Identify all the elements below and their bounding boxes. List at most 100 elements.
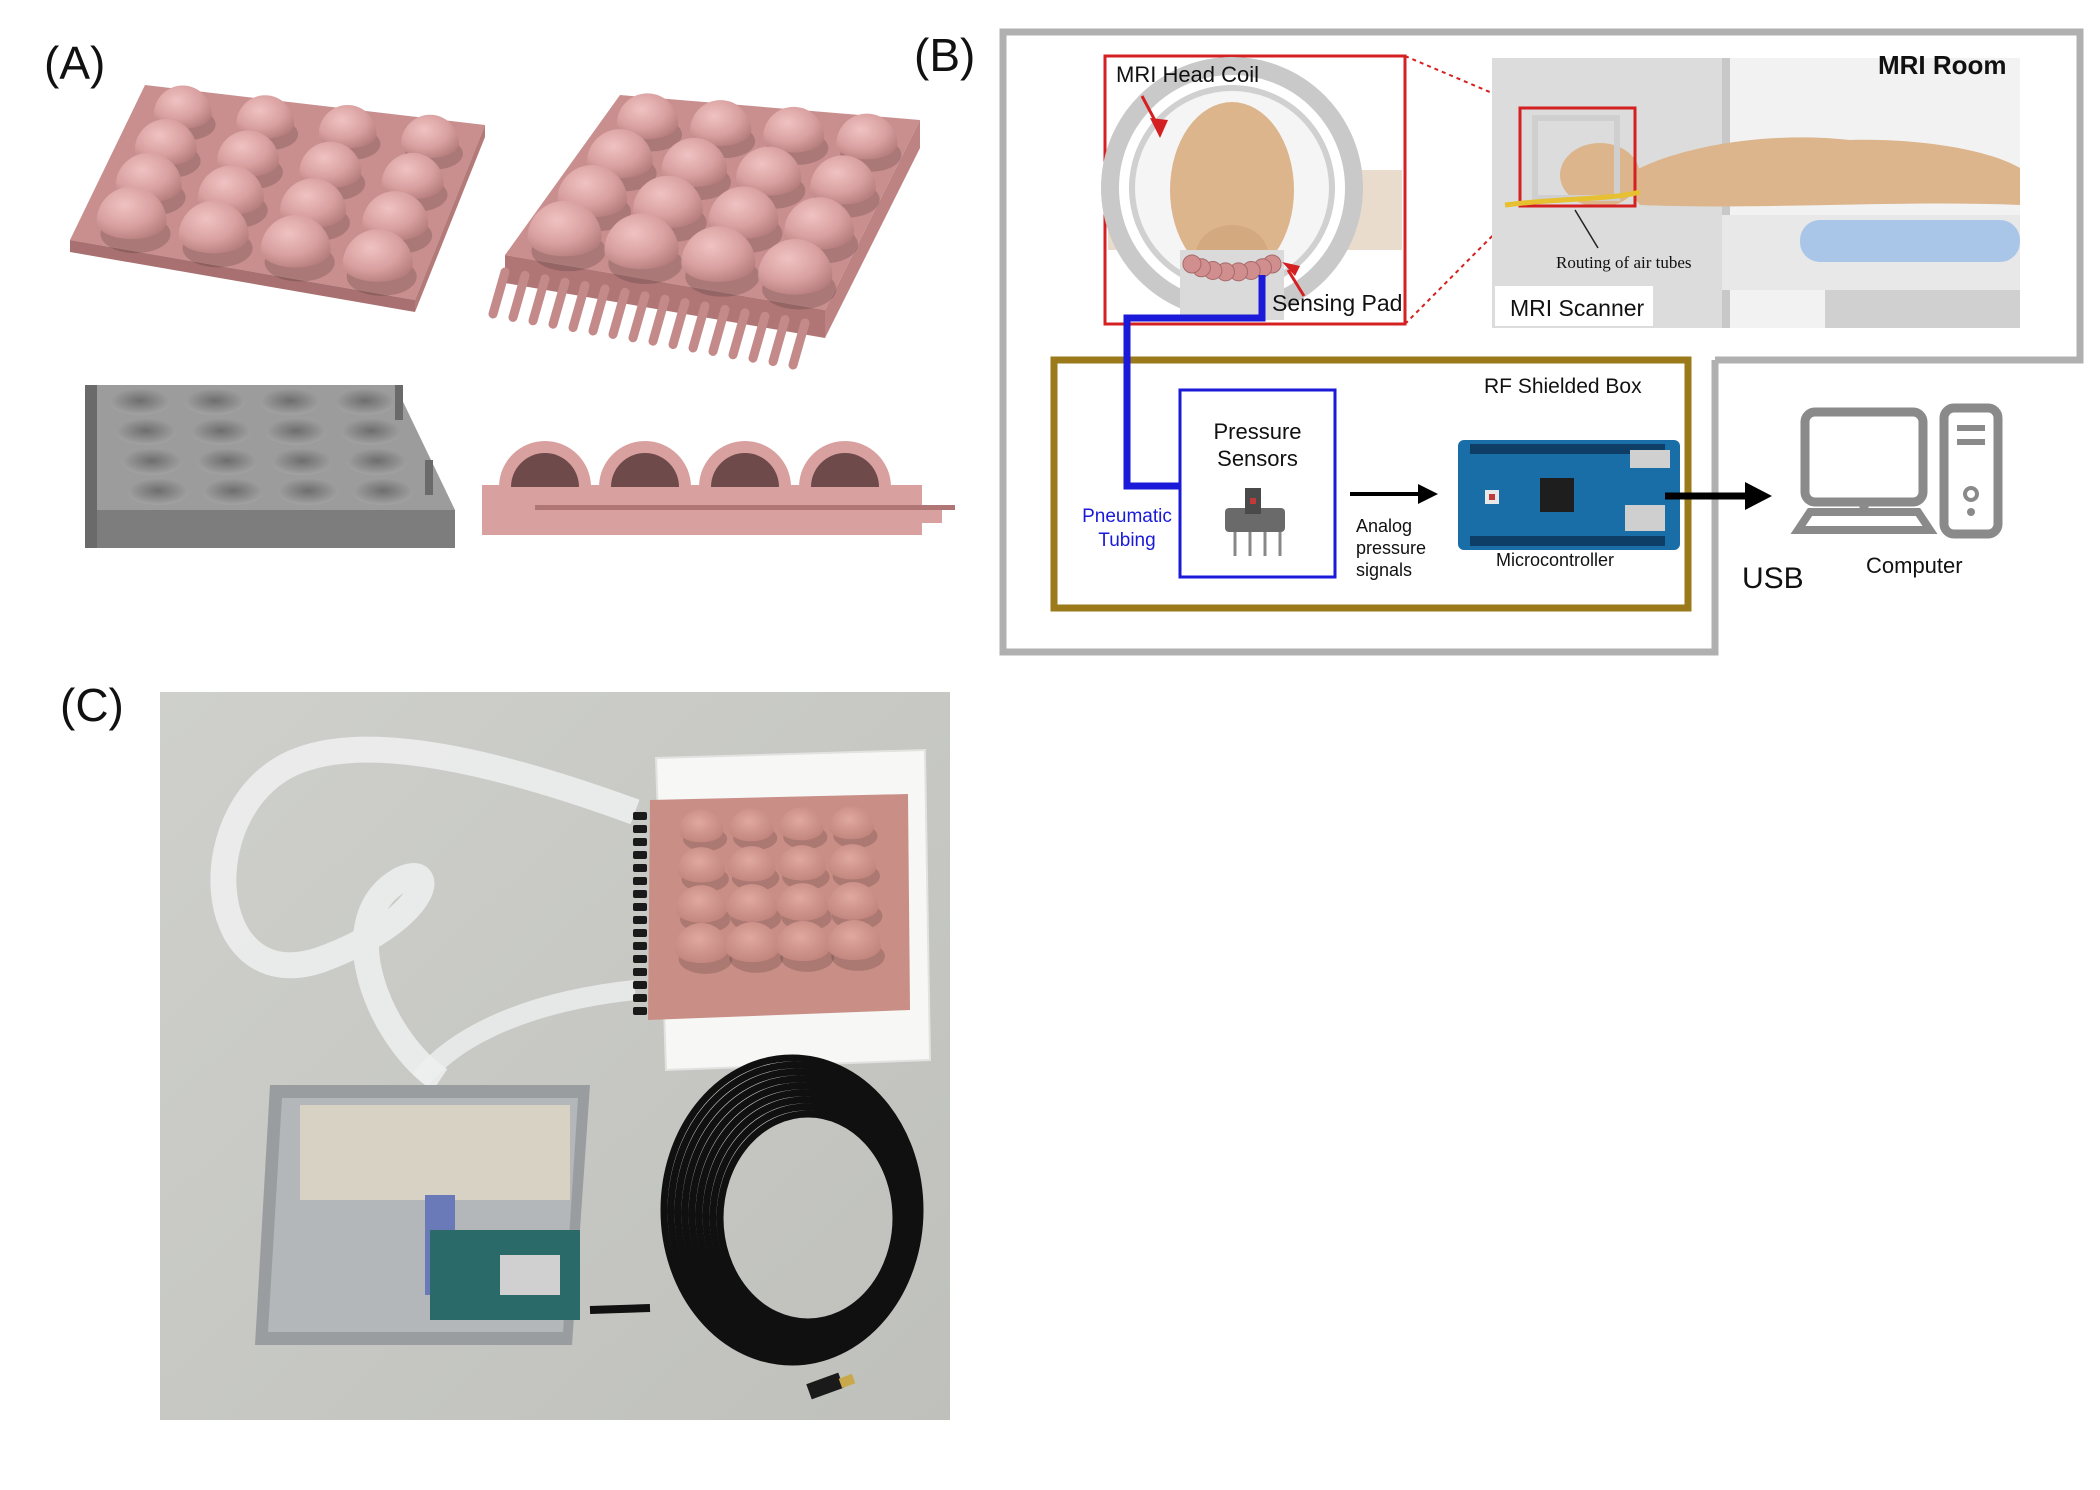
mold-cavity — [278, 479, 338, 505]
section-chamber — [611, 453, 679, 487]
routing-label: Routing of air tubes — [1556, 253, 1692, 272]
photo-dome — [727, 846, 776, 882]
mold-cavity — [272, 449, 332, 475]
photo-dome — [779, 807, 824, 841]
tube-clip — [633, 864, 647, 872]
panel-b-label: (B) — [914, 29, 976, 81]
mold-cavity — [191, 419, 251, 445]
mold-cavity — [185, 389, 245, 415]
tube-clip — [633, 903, 647, 911]
tube-clip — [633, 916, 647, 924]
panel-b-diagram — [999, 28, 2084, 656]
photo-dome — [729, 808, 774, 842]
pneumatic-tubing-line1: Pneumatic — [1082, 506, 1172, 527]
sensing-dome — [836, 113, 898, 160]
analog-line3: signals — [1356, 560, 1413, 580]
tube-clip — [633, 929, 647, 937]
sensing-dome — [381, 152, 444, 200]
tube-clip — [633, 825, 647, 833]
mold-cavity — [128, 479, 188, 505]
mold-cavity — [341, 419, 401, 445]
tube-clip — [633, 942, 647, 950]
analog-line2: pressure — [1356, 538, 1427, 558]
microcontroller-board — [1458, 440, 1680, 550]
mri-room-label: MRI Room — [1878, 50, 2007, 80]
tube-stub — [568, 281, 590, 333]
usb-cable-coil — [660, 1054, 924, 1366]
pressure-sensor-box — [1178, 388, 1337, 579]
mold-cavity — [116, 419, 176, 445]
coil-pad-dome — [1182, 254, 1202, 274]
sensing-dome — [217, 130, 279, 177]
sensing-dome — [689, 100, 752, 146]
microcontroller-label: Microcontroller — [1496, 550, 1615, 570]
tube-clip — [633, 955, 647, 963]
tube-stub — [648, 294, 670, 346]
tube-stub — [608, 287, 630, 339]
tube-stub — [688, 301, 710, 353]
mold-cavity — [260, 389, 320, 415]
pneumatic-tubing-label: Pneumatic Tubing — [1072, 505, 1182, 553]
tube-stub — [748, 311, 770, 363]
photo-dome — [726, 884, 778, 922]
pneumatic-tubing-line2: Tubing — [1098, 530, 1156, 551]
sensing-dome — [587, 129, 653, 179]
photo-dome — [677, 847, 725, 883]
sensing-dome — [342, 229, 413, 282]
tube-clip — [633, 851, 647, 859]
sensing-pad-label: Sensing Pad — [1272, 290, 1403, 316]
tube-stub — [628, 291, 650, 343]
sensing-dome — [758, 239, 833, 295]
sensing-dome — [708, 186, 779, 239]
cross-section-render — [482, 441, 955, 535]
photo-dome — [827, 919, 881, 961]
sensing-dome — [810, 155, 876, 205]
pressure-sensors-label: Pressure Sensors — [1180, 418, 1335, 472]
tube-stub — [728, 308, 750, 360]
tube-clip — [633, 812, 647, 820]
usb-label: USB — [1742, 562, 1804, 595]
pressure-sensors-line2: Sensors — [1217, 446, 1298, 471]
sensing-dome — [362, 191, 429, 241]
panel-a-renders — [70, 85, 955, 548]
panel-a-label: (A) — [44, 37, 106, 89]
tube-clip — [633, 968, 647, 976]
head-coil-label: MRI Head Coil — [1116, 62, 1260, 87]
photo-dome — [676, 885, 727, 923]
sensing-dome — [236, 95, 295, 139]
photo-dome — [776, 920, 830, 962]
sensing-dome — [96, 186, 167, 240]
mold-cavity — [203, 479, 263, 505]
tube-clip — [633, 981, 647, 989]
mold-cavity — [122, 449, 182, 475]
tube-clip — [633, 1007, 647, 1015]
sensing-dome — [153, 85, 212, 129]
tube-clip — [633, 994, 647, 1002]
analog-signals-label: Analog pressure signals — [1356, 515, 1426, 581]
sensing-pad-render-tubes — [488, 93, 920, 370]
tube-stub — [508, 270, 530, 322]
mold-cavity — [266, 419, 326, 445]
tube-stub — [768, 315, 790, 367]
photo-dome — [678, 809, 724, 843]
mold-cavity — [197, 449, 257, 475]
mold-render — [85, 385, 455, 548]
mold-cavity — [335, 389, 395, 415]
mold-cavity — [110, 389, 170, 415]
computer-icon — [1790, 403, 2003, 539]
section-chamber — [511, 453, 579, 487]
tube-stub — [708, 304, 730, 356]
pneumatic-tubing-line — [1123, 275, 1266, 490]
tube-stub — [668, 298, 690, 350]
panel-c-photo — [160, 692, 950, 1420]
mri-room-frame — [999, 28, 2084, 656]
section-chamber — [811, 453, 879, 487]
sensing-dome — [763, 106, 825, 153]
rf-box-label: RF Shielded Box — [1484, 375, 1642, 398]
sensing-dome — [178, 200, 249, 254]
sensing-dome — [604, 213, 679, 270]
section-chamber — [711, 453, 779, 487]
sensing-dome — [318, 105, 377, 149]
